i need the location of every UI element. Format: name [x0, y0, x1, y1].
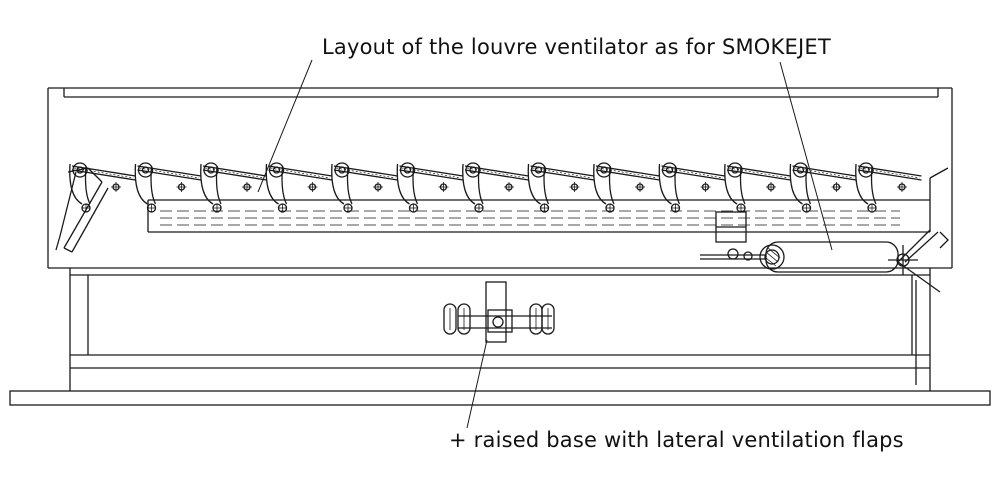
leader-line-top-right: [779, 61, 833, 251]
louvre-blade: [462, 162, 529, 213]
upstand-housing: [47, 87, 953, 269]
base-plate: [9, 390, 991, 406]
louvre-blade: [331, 162, 398, 213]
smokejet-actuator: [700, 211, 949, 293]
raised-base-annotation: + raised base with lateral ventilation f…: [449, 428, 904, 452]
left-lateral-flap: [55, 167, 109, 253]
leader-line-top-left: [257, 59, 313, 193]
louvre-blade: [396, 162, 464, 213]
louvre-blade: [265, 162, 333, 213]
louvre-blade: [200, 162, 267, 213]
center-mechanism: [443, 281, 555, 343]
louvre-rail: [147, 167, 949, 233]
louvre-blade: [134, 162, 202, 213]
louvre-blade: [69, 162, 136, 213]
leader-line-bottom: [466, 339, 488, 429]
louvre-blade: [724, 162, 791, 213]
louvre-layout-annotation: Layout of the louvre ventilator as for S…: [322, 35, 831, 59]
louvre-blade: [593, 162, 660, 213]
louvre-blade: [527, 162, 595, 213]
louvre-blade: [658, 162, 726, 213]
raised-base-frame: [69, 268, 931, 391]
louvre-blades: [69, 162, 922, 213]
louvre-blade: [855, 162, 922, 213]
louvre-blade: [789, 162, 857, 213]
